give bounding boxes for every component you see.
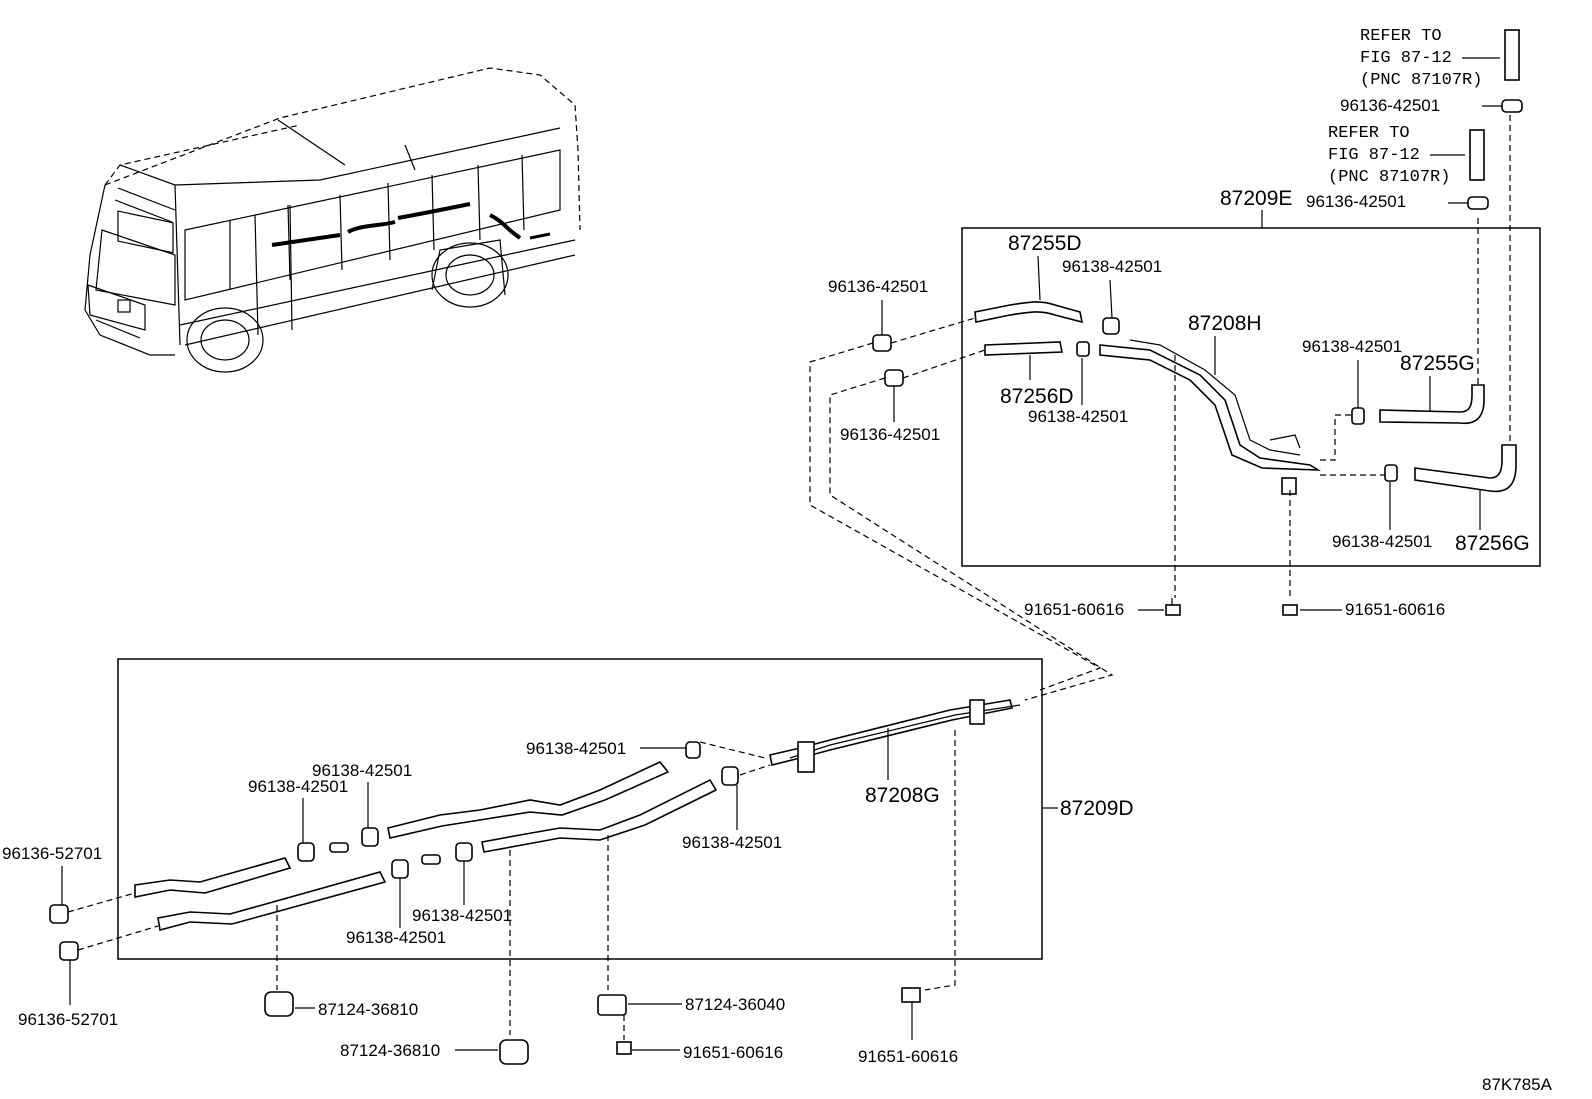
hose-87255G <box>1379 384 1485 425</box>
part-label-91651-lower-b: 91651-60616 <box>858 1047 958 1066</box>
routing-line-2 <box>829 377 1114 701</box>
upper-bolts: 91651-60616 91651-60616 <box>1024 355 1445 619</box>
clamp-icon <box>872 334 892 352</box>
part-label-96136-left-top: 96136-42501 <box>828 277 928 296</box>
part-label-96138-lower-c: 96138-42501 <box>346 928 446 947</box>
assembly-label-87209E: 87209E <box>1220 187 1292 210</box>
bolt-icon <box>1282 604 1298 616</box>
clamp-icon <box>297 842 315 862</box>
part-label-87256D: 87256D <box>1000 385 1074 408</box>
part-label-96136-52701-bottom: 96136-52701 <box>18 1010 118 1029</box>
part-label-96138-mid: 96138-42501 <box>1028 407 1128 426</box>
assembly-87209E: 87209E 87255D 87256D 96138-42501 96138-4… <box>961 115 1541 567</box>
clamp-icon <box>361 827 379 847</box>
hose-lower-2 <box>157 871 387 931</box>
part-label-96136-52701-top: 96136-52701 <box>2 844 102 863</box>
part-label-96138-right-top: 96138-42501 <box>1302 337 1402 356</box>
clamp-icon <box>49 904 69 924</box>
bolt-icon <box>901 987 921 1003</box>
clamp-icon <box>264 991 294 1017</box>
hose-87256D <box>984 341 1063 356</box>
lower-bottom-parts: 87124-36810 87124-36810 87124-36040 9165… <box>264 730 958 1066</box>
ref-line2: FIG 87-12 <box>1360 49 1452 68</box>
part-label-87124-36810-b: 87124-36810 <box>340 1041 440 1060</box>
hose-87255D <box>974 301 1084 324</box>
clamp-icon <box>499 1039 529 1065</box>
ref2-line1: REFER TO <box>1328 124 1410 143</box>
hose-87256G <box>1414 444 1517 493</box>
clamp-icon <box>455 842 473 862</box>
part-label-91651-upper-right: 91651-60616 <box>1345 600 1445 619</box>
hose-lower-1 <box>134 857 292 898</box>
part-label-96136-ref1: 96136-42501 <box>1340 96 1440 115</box>
part-label-96138-lower-d: 96138-42501 <box>412 906 512 925</box>
joint-icon <box>329 842 349 853</box>
hose-lower-4 <box>481 778 718 853</box>
reference-block-1: REFER TO FIG 87-12 (PNC 87107R) 96136-42… <box>1340 27 1523 115</box>
clamp-icon <box>59 941 79 961</box>
part-label-96136-left-bottom: 96136-42501 <box>840 425 940 444</box>
bracket-icon <box>969 699 985 725</box>
clamp-icon <box>1102 317 1120 335</box>
hose-end-icon <box>1469 129 1485 181</box>
part-label-87255D: 87255D <box>1008 232 1082 255</box>
clamp-icon <box>391 859 409 879</box>
ref-line3: (PNC 87107R) <box>1360 71 1482 90</box>
ref-line1: REFER TO <box>1360 27 1442 46</box>
assembly-box-87209D <box>117 658 1043 960</box>
ref2-line3: (PNC 87107R) <box>1328 168 1450 187</box>
clamp-icon <box>685 741 701 759</box>
part-label-91651-lower-a: 91651-60616 <box>683 1043 783 1062</box>
part-label-87124-36810-a: 87124-36810 <box>318 1000 418 1019</box>
upper-left-clamps: 96136-42501 96136-42501 <box>828 277 986 444</box>
bracket-icon <box>797 741 815 773</box>
bolt-icon <box>616 1041 632 1055</box>
part-label-87255G: 87255G <box>1400 352 1475 375</box>
assembly-87209D: 87209D 96138-42501 96138-42501 96138-425… <box>117 658 1134 960</box>
part-label-87256G: 87256G <box>1455 532 1530 555</box>
diagram-code: 87K785A <box>1482 1075 1553 1094</box>
routing-line-1 <box>809 342 1102 691</box>
clamp-icon <box>884 369 904 387</box>
lower-left-clamps: 96136-52701 96136-52701 <box>2 844 159 1029</box>
assembly-box-87209E <box>961 227 1541 567</box>
bolt-icon <box>1165 604 1181 616</box>
part-label-96138-lower-a: 96138-42501 <box>248 777 348 796</box>
part-label-87208H: 87208H <box>1188 312 1262 335</box>
clamp-icon <box>1501 99 1523 113</box>
clamp-icon <box>721 766 739 786</box>
part-label-91651-upper-left: 91651-60616 <box>1024 600 1124 619</box>
joint-icon <box>421 854 441 865</box>
clamp-icon <box>1351 407 1365 425</box>
hose-end-icon <box>1504 29 1520 81</box>
part-label-96138-top: 96138-42501 <box>1062 257 1162 276</box>
clamp-icon <box>1467 196 1489 210</box>
part-label-87208G: 87208G <box>865 784 940 807</box>
reference-block-2: REFER TO FIG 87-12 (PNC 87107R) 96136-42… <box>1306 124 1489 211</box>
hose-lower-3 <box>387 761 670 839</box>
bus-illustration <box>84 67 581 373</box>
part-label-87124-36040: 87124-36040 <box>685 995 785 1014</box>
part-label-96138-lower-e: 96138-42501 <box>526 739 626 758</box>
clamp-icon <box>597 994 627 1016</box>
clamp-icon <box>1384 464 1398 482</box>
part-label-96138-lower-f: 96138-42501 <box>682 833 782 852</box>
part-label-96138-right-bottom: 96138-42501 <box>1332 532 1432 551</box>
pipe-87208H <box>1099 344 1321 471</box>
part-label-96136-ref2: 96136-42501 <box>1306 192 1406 211</box>
ref2-line2: FIG 87-12 <box>1328 146 1420 165</box>
bracket-icon <box>1281 477 1297 495</box>
part-label-96138-lower-b: 96138-42501 <box>312 761 412 780</box>
assembly-label-87209D: 87209D <box>1060 797 1134 820</box>
clamp-icon <box>1076 341 1090 357</box>
